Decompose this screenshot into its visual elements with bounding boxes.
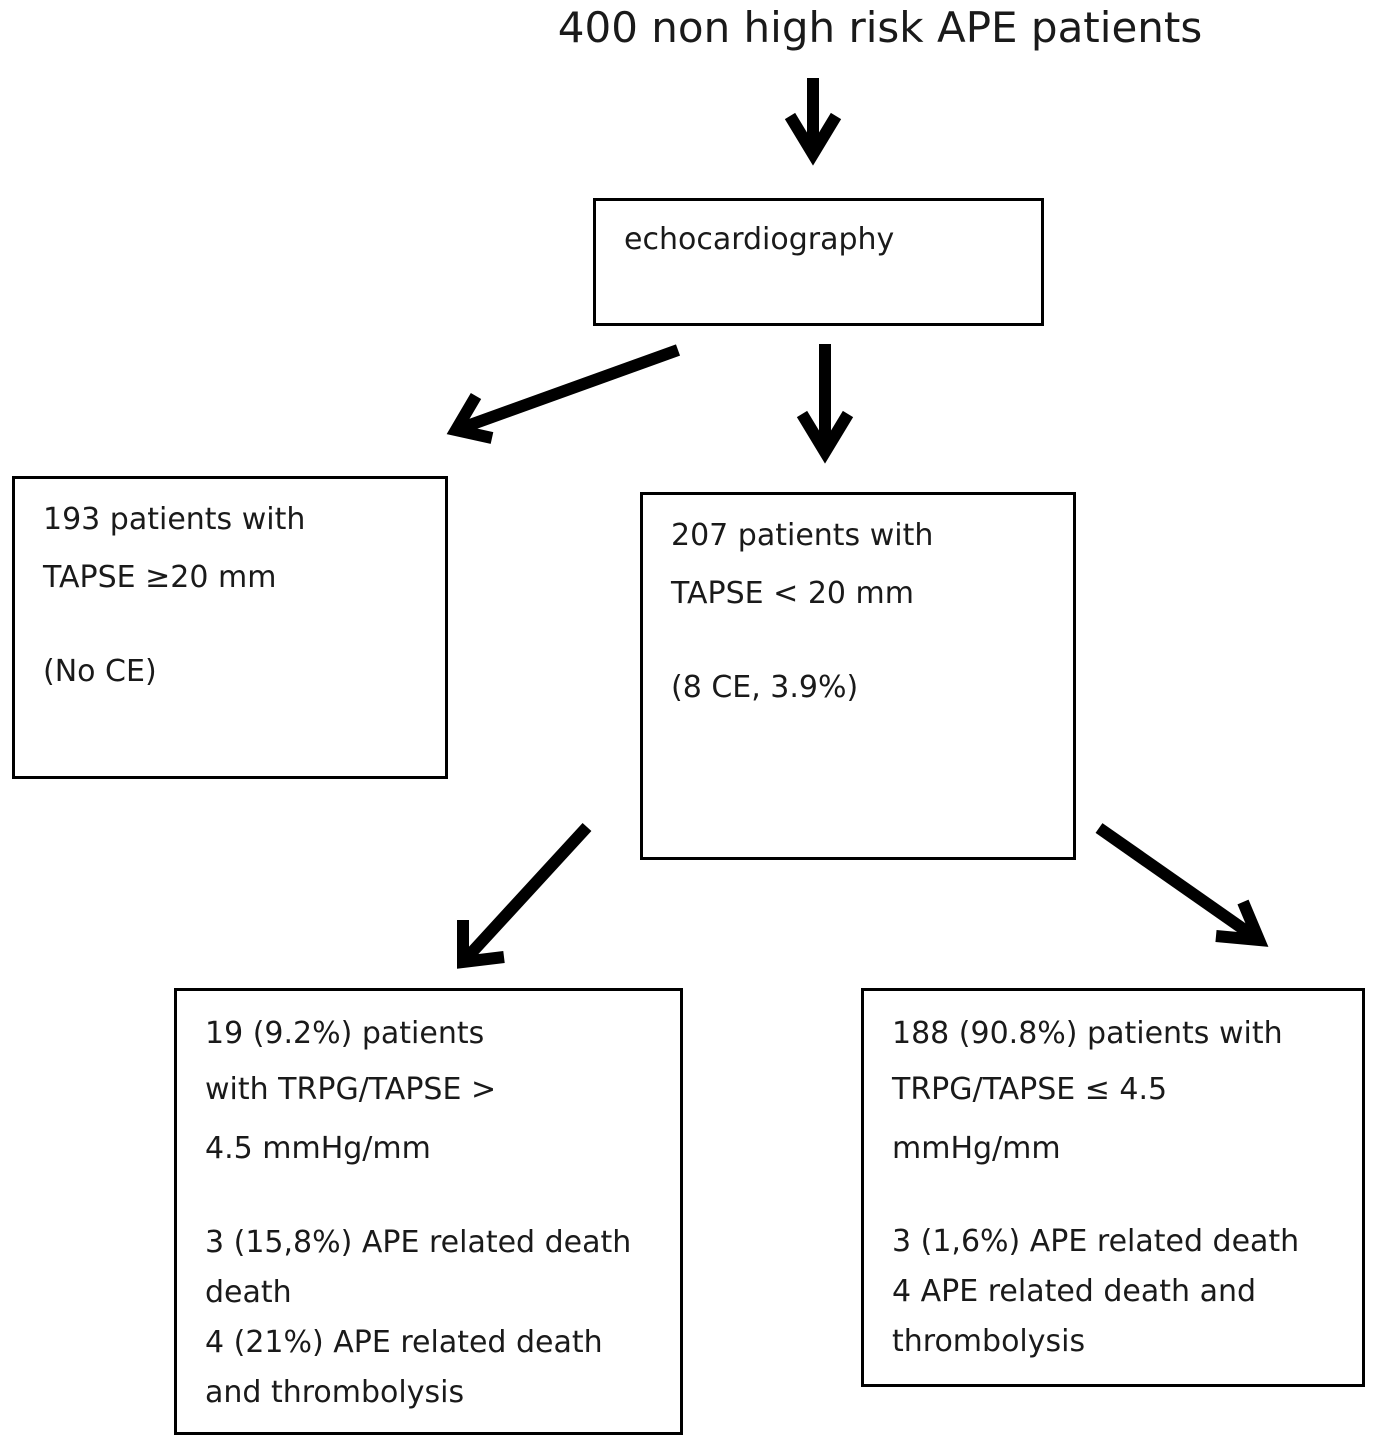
tapse-low-count: 207 patients with (671, 518, 934, 553)
echocardiography-label: echocardiography (624, 222, 895, 257)
trpg-high-death-thrombolysis-cont: and thrombolysis (205, 1375, 465, 1410)
trpg-low-death: 3 (1,6%) APE related death (892, 1224, 1300, 1259)
arrow-middle-to-bottom-left (457, 822, 592, 969)
trpg-high-death-cont: death (205, 1275, 292, 1310)
trpg-low-death-thrombolysis: 4 APE related death and (892, 1274, 1257, 1309)
trpg-high-death-thrombolysis: 4 (21%) APE related death (205, 1325, 603, 1360)
tapse-high-events: (No CE) (43, 654, 157, 689)
trpg-high-criterion: with TRPG/TAPSE > (205, 1072, 497, 1107)
arrow-echo-to-middle-box (796, 344, 854, 464)
trpg-tapse-high-box: 19 (9.2%) patients with TRPG/TAPSE > 4.5… (174, 988, 683, 1435)
trpg-high-unit: 4.5 mmHg/mm (205, 1131, 431, 1166)
tapse-low-box: 207 patients with TAPSE < 20 mm (8 CE, 3… (640, 492, 1076, 860)
arrow-echo-to-left-box (446, 344, 681, 444)
trpg-low-death-thrombolysis-cont: thrombolysis (892, 1324, 1086, 1359)
echocardiography-box: echocardiography (593, 198, 1044, 326)
trpg-tapse-low-box: 188 (90.8%) patients with TRPG/TAPSE ≤ 4… (861, 988, 1365, 1387)
trpg-high-count: 19 (9.2%) patients (205, 1016, 485, 1051)
tapse-high-criterion: TAPSE ≥20 mm (43, 560, 277, 595)
trpg-low-count: 188 (90.8%) patients with (892, 1016, 1283, 1051)
tapse-low-events: (8 CE, 3.9%) (671, 670, 859, 705)
tapse-high-box: 193 patients with TAPSE ≥20 mm (No CE) (12, 476, 448, 779)
trpg-low-unit: mmHg/mm (892, 1131, 1061, 1166)
tapse-low-criterion: TAPSE < 20 mm (671, 576, 914, 611)
arrow-down-title-to-echo (784, 78, 842, 166)
trpg-high-death: 3 (15,8%) APE related death (205, 1225, 632, 1260)
arrow-middle-to-bottom-right (1095, 823, 1269, 947)
tapse-high-count: 193 patients with (43, 502, 306, 537)
trpg-low-criterion: TRPG/TAPSE ≤ 4.5 (892, 1072, 1168, 1107)
diagram-title: 400 non high risk APE patients (557, 3, 1203, 52)
